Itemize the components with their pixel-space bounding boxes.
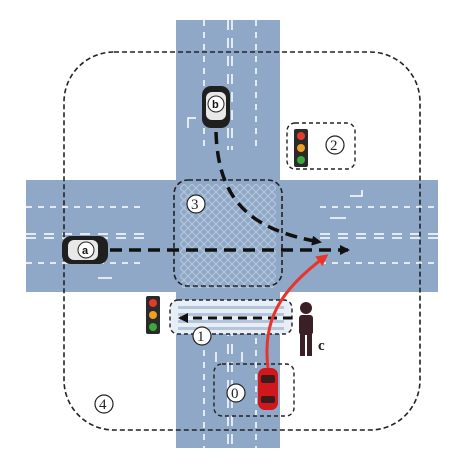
- vehicle-a-label: a: [82, 245, 89, 257]
- car-icon: [62, 236, 108, 264]
- zone-1-label: 1: [197, 329, 205, 345]
- zone-3-label: 3: [191, 197, 199, 213]
- vehicle-b-label: b: [212, 99, 219, 111]
- traffic-light-icon: [294, 129, 308, 167]
- crosswalk-stripes: [178, 306, 284, 330]
- zone-4-marker: [94, 394, 114, 414]
- ego-vehicle-path: [265, 254, 329, 369]
- zone-1-marker: [192, 326, 212, 346]
- car-icon: [258, 368, 278, 410]
- lane-arrows: [98, 117, 363, 362]
- zone-3-marker: [186, 194, 206, 214]
- pedestrian-label: c: [318, 338, 325, 354]
- traffic-light-icon: [146, 296, 160, 334]
- vehicle-b-path: [214, 131, 322, 246]
- car-icon: [202, 86, 230, 128]
- zone-0-boundary: [213, 363, 295, 417]
- zone-0-marker: [226, 383, 246, 403]
- zone-2-label: 2: [330, 138, 338, 154]
- zone-0-label: 0: [231, 386, 239, 402]
- zone-3-boundary: [173, 179, 283, 287]
- lane-markings-horizontal: [26, 206, 438, 264]
- zone-2-marker: [325, 135, 345, 155]
- zone-4-label: 4: [99, 397, 107, 413]
- pedestrian-icon: [299, 302, 313, 356]
